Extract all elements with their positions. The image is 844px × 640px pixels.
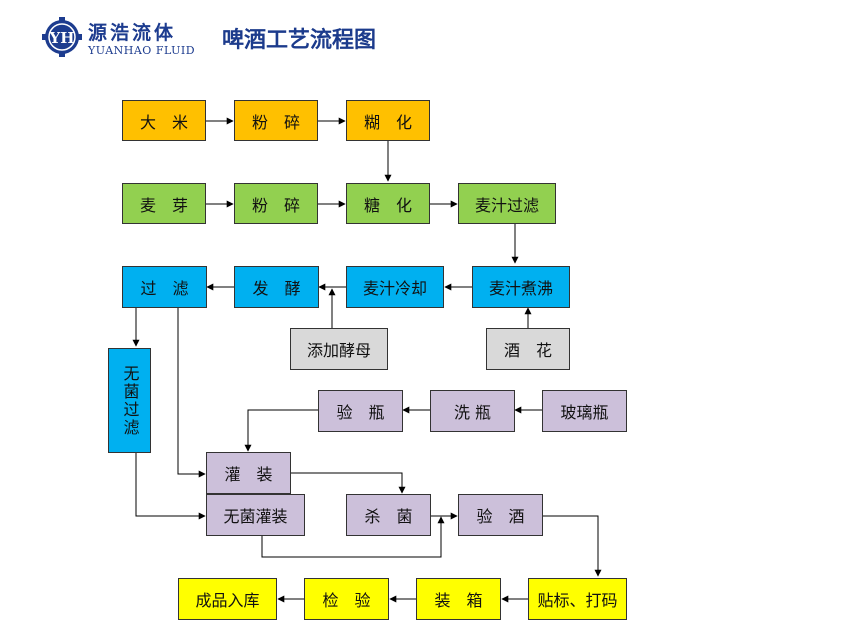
node-wash-bottle: 洗 瓶 <box>430 390 515 432</box>
node-wort-filter: 麦汁过滤 <box>458 183 556 224</box>
node-saccharify: 糖 化 <box>346 183 430 224</box>
node-add-yeast: 添加酵母 <box>290 328 388 370</box>
arrow-filling-sterilize <box>290 472 406 494</box>
node-glass-bottle: 玻璃瓶 <box>542 390 627 432</box>
node-wort-boil: 麦汁煮沸 <box>472 266 570 308</box>
node-malt: 麦 芽 <box>122 183 206 224</box>
node-filter: 过 滤 <box>122 266 207 308</box>
node-warehouse: 成品入库 <box>178 578 277 620</box>
page-title: 啤酒工艺流程图 <box>222 28 377 53</box>
node-rice: 大 米 <box>122 100 206 141</box>
node-wort-cool: 麦汁冷却 <box>346 266 444 308</box>
node-sterile-filling: 无菌灌装 <box>206 494 305 536</box>
node-hops: 酒 花 <box>486 328 570 370</box>
logo-english-name: YUANHAO FLUID <box>88 44 196 57</box>
logo-chinese-name: 源浩流体 <box>88 22 177 44</box>
node-packing: 装 箱 <box>416 578 501 620</box>
arrow-sterilefilling-inspectbeer <box>261 516 445 558</box>
arrow-inspect-filling <box>244 409 319 452</box>
logo-initials: YH <box>49 29 75 47</box>
arrow-filter-filling <box>177 308 206 478</box>
node-gelatinize: 糊 化 <box>346 100 430 141</box>
node-crush-rice: 粉 碎 <box>234 100 318 141</box>
node-inspect-bottle: 验 瓶 <box>318 390 403 432</box>
node-crush-malt: 粉 碎 <box>234 183 318 224</box>
node-ferment: 发 酵 <box>234 266 319 308</box>
node-filling: 灌 装 <box>206 452 291 494</box>
yh-logo-icon: YH <box>42 17 82 57</box>
company-logo: YH 源浩流体 YUANHAO FLUID <box>42 17 202 61</box>
arrow-inspectbeer-label <box>542 515 602 577</box>
node-label-code: 贴标、打码 <box>528 578 627 620</box>
node-inspect-beer: 验 酒 <box>458 494 543 536</box>
node-sterile-filter: 无菌过滤 <box>108 348 151 453</box>
node-inspection: 检 验 <box>304 578 389 620</box>
node-sterilize: 杀 菌 <box>346 494 431 536</box>
arrow-sterilefilter-sterilefilling <box>135 453 206 520</box>
